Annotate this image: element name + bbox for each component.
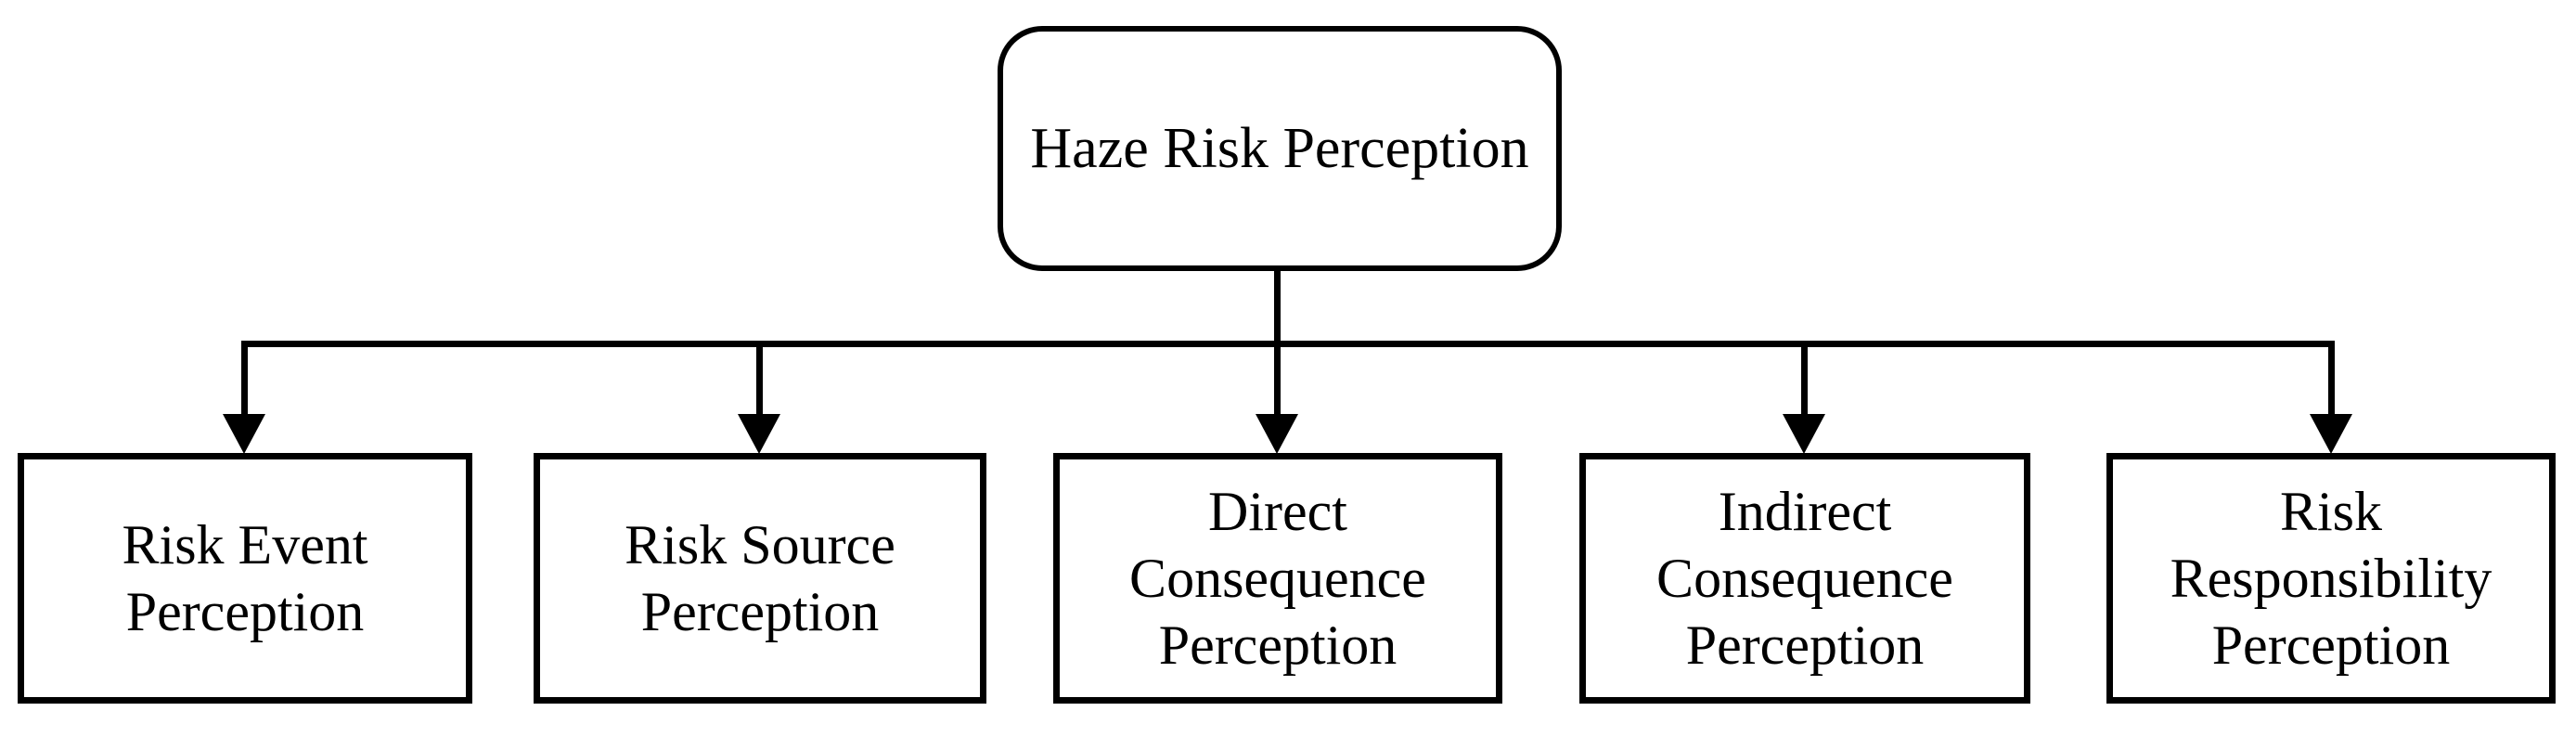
arrowhead-down-icon [1256, 414, 1298, 454]
connector-root-stem [1274, 267, 1281, 345]
connector-arrow-stem-direct-consequence [1274, 343, 1281, 420]
connector-horizontal-line [241, 341, 2335, 347]
node-risk-event-perception-label: Risk Event Perception [122, 514, 368, 642]
arrowhead-down-icon [2310, 414, 2352, 454]
connector-arrow-stem-indirect-consequence [1801, 343, 1808, 420]
arrowhead-down-icon [738, 414, 780, 454]
node-direct-consequence-perception: Direct Consequence Perception [1053, 453, 1502, 704]
node-risk-source-perception: Risk Source Perception [534, 453, 986, 704]
node-indirect-consequence-perception-label: Indirect Consequence Perception [1656, 481, 1953, 676]
node-risk-source-perception-label: Risk Source Perception [625, 514, 895, 642]
arrowhead-down-icon [223, 414, 265, 454]
node-direct-consequence-perception-label: Direct Consequence Perception [1129, 481, 1426, 676]
connector-arrow-stem-risk-event [241, 343, 248, 420]
node-haze-risk-perception: Haze Risk Perception [998, 26, 1562, 271]
node-risk-responsibility-perception: Risk Responsibility Perception [2106, 453, 2556, 704]
node-haze-risk-perception-label: Haze Risk Perception [1030, 116, 1529, 180]
arrowhead-down-icon [1783, 414, 1825, 454]
node-indirect-consequence-perception: Indirect Consequence Perception [1579, 453, 2030, 704]
node-risk-responsibility-perception-label: Risk Responsibility Perception [2170, 481, 2492, 676]
connector-arrow-stem-risk-source [756, 343, 763, 420]
node-risk-event-perception: Risk Event Perception [18, 453, 472, 704]
connector-arrow-stem-risk-responsibility [2328, 343, 2335, 420]
